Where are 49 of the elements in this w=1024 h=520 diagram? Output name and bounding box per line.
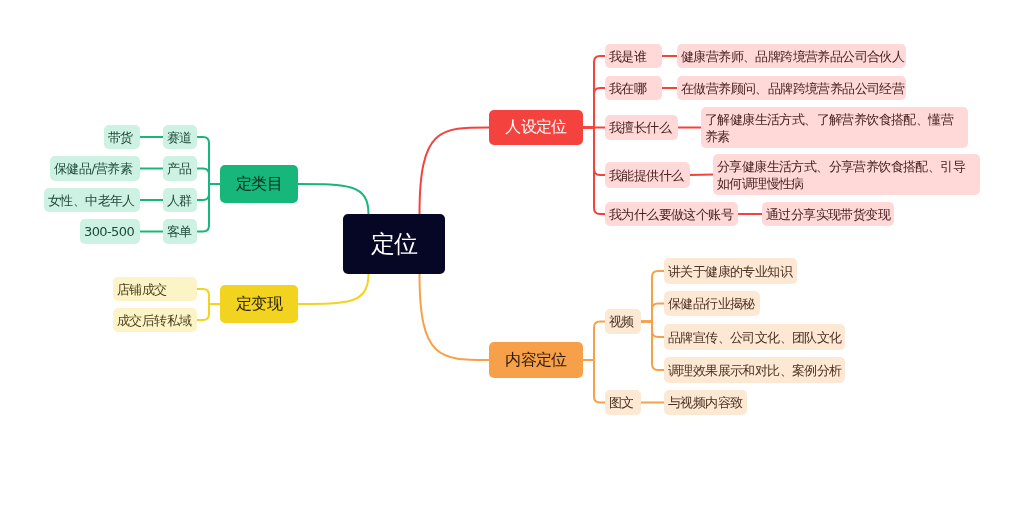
connector-line — [139, 230, 164, 233]
subtopic-box: 保健品行业揭秘 — [664, 291, 760, 316]
subtopic-box: 通过分享实现带货变现 — [762, 202, 894, 226]
subtopic-box: 成交后转私域 — [113, 308, 197, 332]
subtopic-box: 在做营养顾问、品牌跨境营养品公司经营 — [677, 76, 906, 100]
connector-line — [661, 55, 678, 57]
connector-line — [677, 126, 702, 129]
subtopic-box: 我在哪 — [605, 76, 662, 100]
subtopic-box: 带货 — [104, 125, 140, 149]
subtopic-box: 讲关于健康的专业知识 — [664, 258, 797, 284]
connector-line — [661, 87, 678, 89]
subtopic-box: 与视频内容致 — [664, 390, 747, 415]
subtopic-box: 产品 — [163, 156, 197, 181]
main-topic-box: 内容定位 — [489, 342, 583, 378]
main-topic-box: 定类目 — [220, 165, 298, 203]
subtopic-box: 人群 — [163, 188, 197, 212]
connector-line — [139, 199, 164, 201]
subtopic-box: 分享健康生活方式、分享营养饮食搭配、引导如何调理慢性病 — [713, 154, 980, 195]
main-topic-box: 定变现 — [220, 285, 298, 323]
subtopic-box: 品牌宣传、公司文化、团队文化 — [664, 324, 845, 350]
subtopic-box: 店铺成交 — [113, 277, 197, 301]
subtopic-box: 300-500 — [80, 219, 140, 244]
connector-line — [640, 320, 665, 371]
connector-line — [418, 126, 490, 215]
connector-line — [139, 136, 164, 138]
subtopic-box: 赛道 — [163, 125, 197, 149]
connector-line — [418, 273, 490, 361]
subtopic-box: 女性、中老年人 — [44, 188, 140, 212]
connector-line — [737, 213, 763, 215]
connector-line — [582, 126, 606, 215]
connector-line — [196, 303, 221, 321]
subtopic-box: 我是谁 — [605, 44, 662, 68]
subtopic-box: 我为什么要做这个账号 — [605, 202, 738, 226]
subtopic-box: 我擅长什么 — [605, 115, 678, 140]
main-topic-box: 人设定位 — [489, 110, 583, 145]
subtopic-box: 保健品/营养素 — [50, 156, 140, 181]
connector-line — [640, 401, 665, 404]
subtopic-box: 调理效果展示和对比、案例分析 — [664, 357, 845, 383]
subtopic-box: 了解健康生活方式、了解营养饮食搭配、懂营养素 — [701, 107, 968, 148]
connector-line — [139, 167, 164, 170]
subtopic-box: 图文 — [605, 390, 641, 415]
subtopic-box: 视频 — [605, 309, 641, 334]
subtopic-box: 健康营养师、品牌跨境营养品公司合伙人 — [677, 44, 906, 68]
subtopic-box: 客单 — [163, 219, 197, 244]
connector-line — [689, 173, 714, 176]
connector-line — [297, 273, 370, 305]
connector-line — [297, 183, 370, 215]
central-topic-box: 定位 — [343, 214, 445, 274]
subtopic-box: 我能提供什么 — [605, 162, 690, 188]
